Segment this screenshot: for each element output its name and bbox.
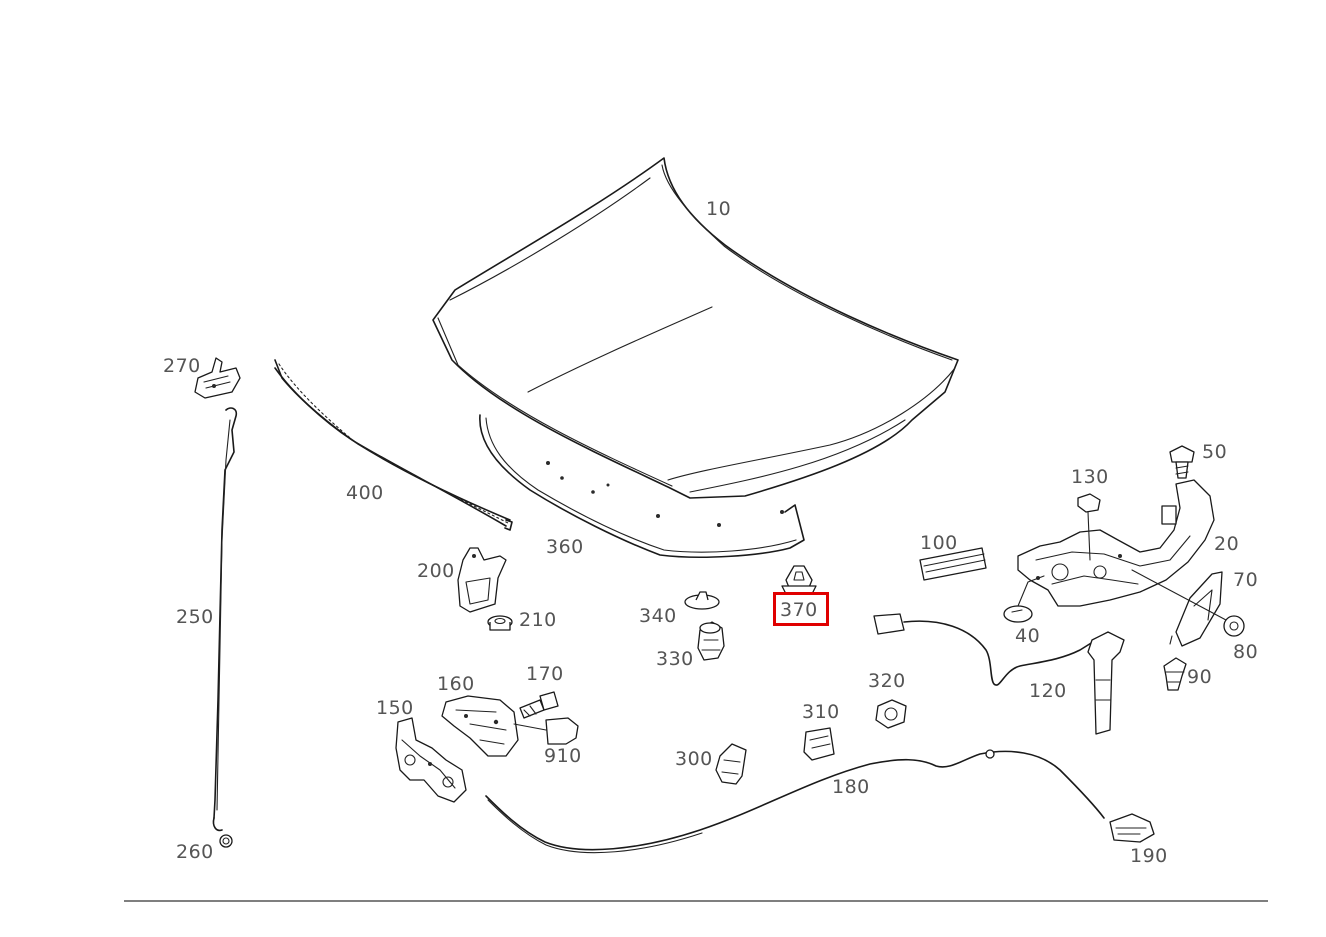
callout-20[interactable]: 20 bbox=[1214, 533, 1239, 555]
callout-310[interactable]: 310 bbox=[802, 701, 840, 723]
bolt-part-170[interactable] bbox=[519, 691, 559, 719]
callout-50[interactable]: 50 bbox=[1202, 441, 1227, 463]
cover-part-70[interactable] bbox=[1169, 571, 1223, 647]
callout-100[interactable]: 100 bbox=[920, 532, 958, 554]
hood-lock-part-150[interactable] bbox=[395, 717, 467, 803]
guide-rail-part-100[interactable] bbox=[919, 547, 987, 581]
nut-part-130[interactable] bbox=[1077, 493, 1101, 561]
nut-part-210[interactable] bbox=[487, 615, 513, 631]
seal-strip-part-400[interactable] bbox=[274, 359, 513, 531]
release-cable-part-180[interactable] bbox=[485, 749, 1105, 854]
support-rod-part-250[interactable] bbox=[212, 407, 238, 832]
lock-assembly-part-20[interactable] bbox=[1017, 479, 1215, 607]
callout-80[interactable]: 80 bbox=[1233, 641, 1258, 663]
retainer-part-310[interactable] bbox=[803, 727, 835, 761]
washer-part-40[interactable] bbox=[1003, 575, 1045, 623]
washer-part-340[interactable] bbox=[684, 591, 720, 610]
clip-part-370[interactable] bbox=[781, 565, 817, 595]
callout-910[interactable]: 910 bbox=[544, 745, 582, 767]
callout-300[interactable]: 300 bbox=[675, 748, 713, 770]
callout-200[interactable]: 200 bbox=[417, 560, 455, 582]
plug-part-910[interactable] bbox=[513, 717, 579, 745]
nut-part-80[interactable] bbox=[1131, 569, 1245, 637]
callout-150[interactable]: 150 bbox=[376, 697, 414, 719]
callout-180[interactable]: 180 bbox=[832, 776, 870, 798]
support-bracket-part-270[interactable] bbox=[194, 357, 241, 399]
hood-part-10[interactable] bbox=[432, 157, 959, 499]
insulation-mat-part-360[interactable] bbox=[479, 414, 805, 558]
callout-400[interactable]: 400 bbox=[346, 482, 384, 504]
callout-340[interactable]: 340 bbox=[639, 605, 677, 627]
callout-160[interactable]: 160 bbox=[437, 673, 475, 695]
buffer-part-330[interactable] bbox=[697, 621, 725, 661]
callout-70[interactable]: 70 bbox=[1233, 569, 1258, 591]
callout-320[interactable]: 320 bbox=[868, 670, 906, 692]
callout-270[interactable]: 270 bbox=[163, 355, 201, 377]
callout-360[interactable]: 360 bbox=[546, 536, 584, 558]
selected-part-highlight bbox=[773, 592, 829, 626]
callout-labels: 10 20 40 50 70 80 90 100 120 130 150 160… bbox=[163, 198, 1258, 867]
callout-170[interactable]: 170 bbox=[526, 663, 564, 685]
bracket-part-200[interactable] bbox=[457, 547, 507, 613]
bolt-part-50[interactable] bbox=[1169, 445, 1195, 479]
callout-190[interactable]: 190 bbox=[1130, 845, 1168, 867]
clip-part-90[interactable] bbox=[1163, 657, 1187, 691]
callout-260[interactable]: 260 bbox=[176, 841, 214, 863]
callout-90[interactable]: 90 bbox=[1187, 666, 1212, 688]
release-handle-part-190[interactable] bbox=[1109, 813, 1155, 843]
cable-part-120[interactable] bbox=[873, 613, 1125, 735]
callout-370[interactable]: 370 bbox=[780, 599, 818, 621]
callout-250[interactable]: 250 bbox=[176, 606, 214, 628]
callout-130[interactable]: 130 bbox=[1071, 466, 1109, 488]
grommet-part-320[interactable] bbox=[875, 699, 907, 729]
callout-330[interactable]: 330 bbox=[656, 648, 694, 670]
clip-part-260[interactable] bbox=[219, 834, 233, 848]
clip-part-300[interactable] bbox=[715, 743, 747, 785]
callout-120[interactable]: 120 bbox=[1029, 680, 1067, 702]
callout-40[interactable]: 40 bbox=[1015, 625, 1040, 647]
callout-10[interactable]: 10 bbox=[706, 198, 731, 220]
lock-body-part-160[interactable] bbox=[441, 695, 519, 757]
callout-210[interactable]: 210 bbox=[519, 609, 557, 631]
